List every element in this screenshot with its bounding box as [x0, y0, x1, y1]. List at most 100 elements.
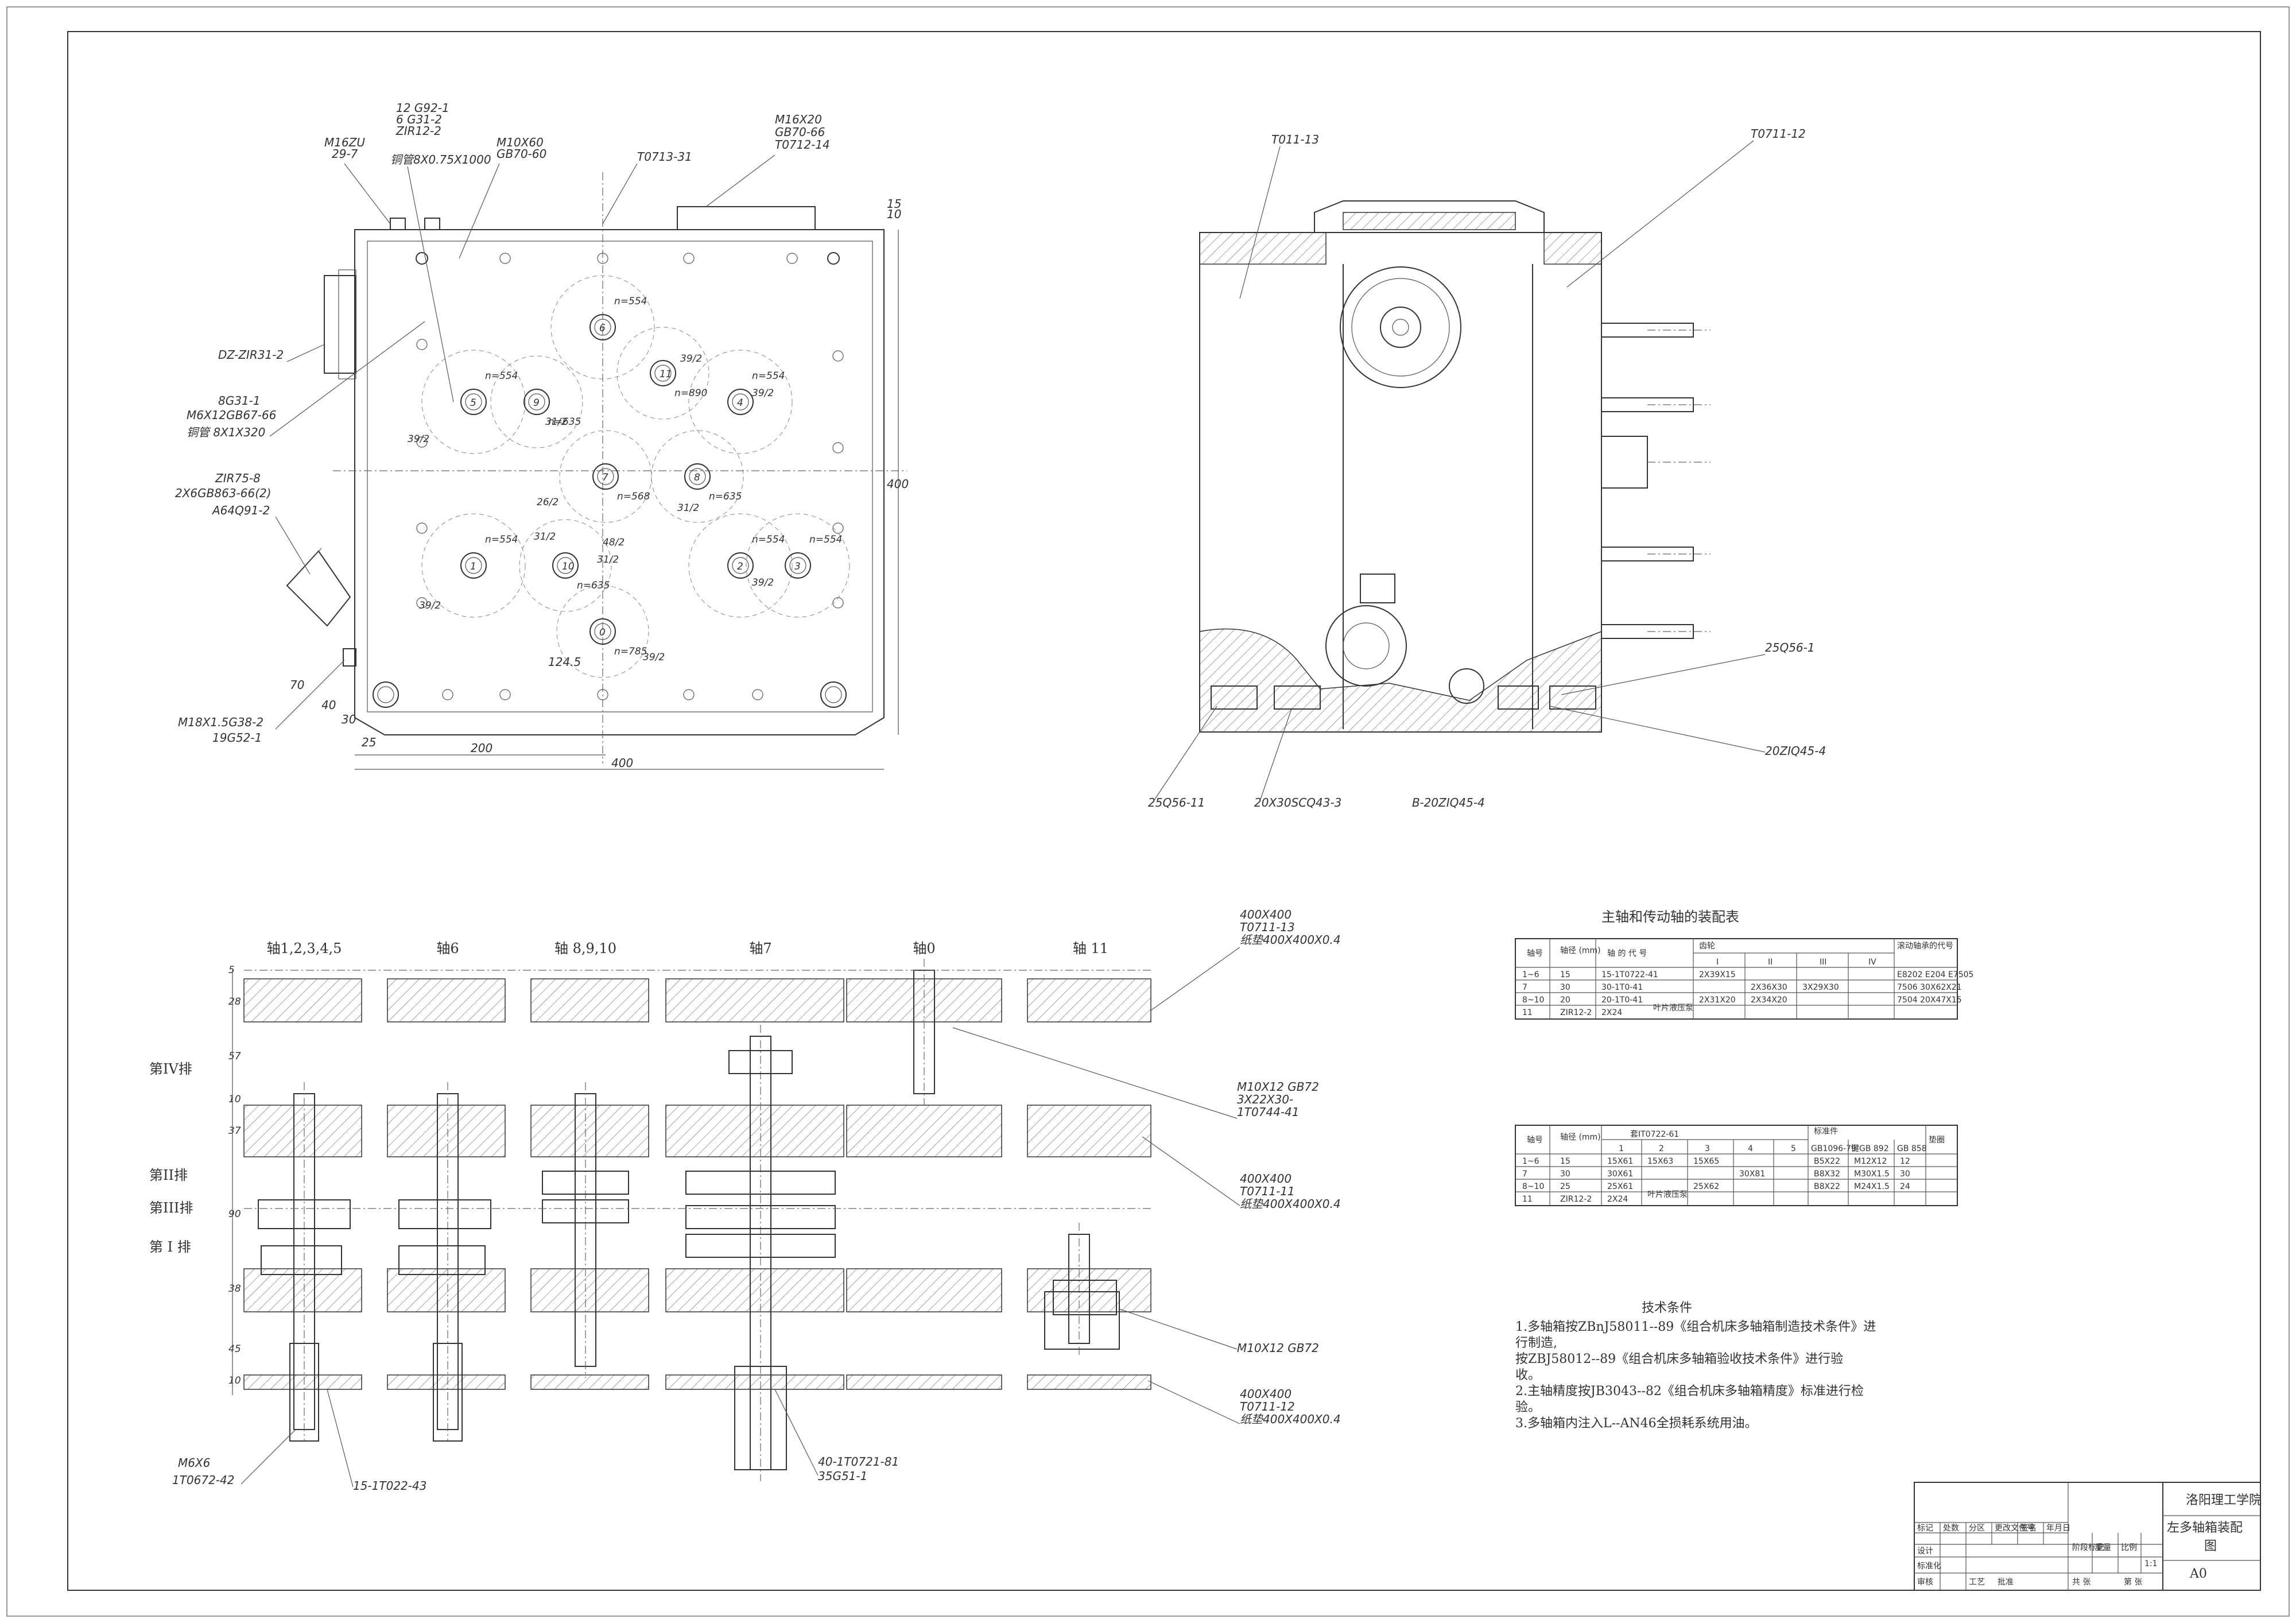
- dimension-text: 124.5: [548, 655, 581, 669]
- part-callout: T011-13: [1271, 133, 1319, 146]
- table-cell: B5X22: [1814, 1157, 1840, 1166]
- title-block-cell: 1:1: [2144, 1559, 2158, 1568]
- section-plate: [846, 1374, 1002, 1390]
- section-plate: [846, 1105, 1002, 1157]
- shaft-number: 2: [737, 561, 743, 572]
- part-callout: T0711-12: [1751, 127, 1806, 141]
- shaft-column-label: 轴 8,9,10: [554, 940, 616, 956]
- section-plate: [530, 1268, 649, 1312]
- shaft-core: [465, 393, 482, 410]
- dimension-text: 30: [342, 712, 356, 726]
- table-cell: 15X63: [1647, 1157, 1673, 1166]
- table-cell: 8~10: [1522, 996, 1544, 1005]
- section-plate: [665, 1105, 844, 1157]
- shaft-core: [732, 557, 749, 574]
- drawing-title: 图: [2204, 1539, 2217, 1554]
- title-block-cell: 重量: [2095, 1543, 2111, 1552]
- table-header-cell: 1: [1619, 1144, 1624, 1153]
- table-cell: 2X34X20: [1751, 996, 1787, 1005]
- pump-body: [1044, 1291, 1120, 1350]
- gear-section: [728, 1050, 793, 1074]
- title-block-cell: 标记: [1917, 1524, 1933, 1533]
- gear-pitch-circle: [746, 513, 850, 618]
- part-callout: 铜管 8X1X320: [187, 425, 265, 439]
- table-cell: 11: [1522, 1008, 1533, 1017]
- part-callout: 25Q56-1: [1765, 641, 1815, 654]
- part-callout: 35G51-1: [818, 1469, 867, 1483]
- gear-pitch-circle: [550, 275, 655, 379]
- part-callout: 6 G31-2: [396, 113, 442, 126]
- shaft-speed: n=635: [548, 416, 581, 428]
- title-block-cell: 批准: [1998, 1578, 2014, 1587]
- table-cell: ZIR12-2: [1560, 1195, 1592, 1204]
- section-plate: [665, 1268, 844, 1312]
- part-callout: DZ-ZIR31-2: [218, 348, 284, 362]
- table-note: 叶片液压泵: [1647, 1190, 1688, 1199]
- table-cell: B8X32: [1814, 1169, 1840, 1179]
- table-cell: M12X12: [1854, 1157, 1887, 1166]
- tech-line: 行制造,: [1515, 1336, 1557, 1350]
- table-cell: 30: [1560, 983, 1570, 992]
- table-cell: 30X61: [1607, 1169, 1633, 1179]
- shaft-speed: n=554: [485, 534, 518, 545]
- shaft-speed: n=554: [809, 534, 842, 545]
- gear-pitch-circle: [688, 513, 793, 618]
- table-cell: 12: [1900, 1157, 1910, 1166]
- table-cell: 2X36X30: [1751, 983, 1787, 992]
- leader-line: [602, 163, 638, 224]
- shaft-speed: n=554: [752, 370, 785, 382]
- section-plate: [387, 978, 506, 1022]
- part-callout: M16X20: [775, 113, 822, 126]
- leader-line: [275, 660, 345, 730]
- leader-line: [344, 163, 391, 224]
- table-cell: 15X65: [1693, 1157, 1719, 1166]
- leader-line: [407, 166, 454, 402]
- shaft-column-label: 轴6: [436, 940, 459, 956]
- table-cell: B8X22: [1814, 1182, 1840, 1191]
- shaft-bore: [785, 552, 811, 579]
- table-cell: 30X81: [1739, 1169, 1765, 1179]
- gear-section: [685, 1171, 836, 1195]
- shaft-bore: [589, 314, 616, 340]
- title-block-cell: 分区: [1969, 1524, 1985, 1533]
- table-cell: M24X1.5: [1854, 1182, 1890, 1191]
- bolt-hole: [832, 350, 844, 362]
- part-callout: GB70-60: [497, 147, 546, 161]
- leader-line: [1239, 146, 1281, 299]
- gear-pitch-circle: [616, 327, 709, 420]
- shaft-number: 0: [599, 627, 606, 638]
- section-plate: [530, 978, 649, 1022]
- gear-section: [258, 1199, 351, 1229]
- title-block-cell: 工艺: [1969, 1578, 1985, 1587]
- gear-ratio-label: 48/2: [603, 537, 625, 548]
- section-plate: [387, 1105, 506, 1157]
- leader-line: [275, 516, 311, 575]
- table-note: 叶片液压泵: [1653, 1004, 1693, 1013]
- gear-pitch-circle: [651, 430, 744, 523]
- gear-ratio-label: 26/2: [537, 497, 559, 508]
- leader-line: [1153, 706, 1217, 801]
- table-cell: 2X39X15: [1699, 970, 1736, 979]
- section-plate: [387, 1374, 506, 1390]
- gear-pitch-circle: [490, 355, 583, 448]
- title-block-cell: 审核: [1917, 1578, 1933, 1587]
- tech-line: 2.主轴精度按JB3043--82《组合机床多轴箱精度》标准进行检: [1515, 1384, 1864, 1399]
- table-header-cell: 轴号: [1527, 949, 1543, 958]
- shaft-end: [433, 1343, 463, 1442]
- part-callout: 29-7: [332, 147, 358, 161]
- table-cell: 2X24: [1607, 1195, 1628, 1204]
- gear-ratio-label: 39/2: [643, 652, 665, 663]
- drawing-title: 左多轴箱装配: [2167, 1521, 2243, 1535]
- section-plate: [665, 978, 844, 1022]
- title-block-cell: 处数: [1943, 1524, 1959, 1533]
- leader-line: [1561, 654, 1766, 695]
- table-cell: 11: [1522, 1195, 1533, 1204]
- bolt-hole: [442, 689, 453, 700]
- dimension-text: 40: [321, 698, 336, 712]
- front-view: 1n=5542n=5543n=5544n=5545n=5546n=5540n=7…: [175, 101, 909, 770]
- table-cell: 30-1T0-41: [1601, 983, 1643, 992]
- table-cell: 2X24: [1601, 1008, 1622, 1017]
- gear-section: [542, 1171, 629, 1195]
- table-cell: 25X62: [1693, 1182, 1719, 1191]
- table-cell: 7506 30X62X21: [1897, 983, 1962, 992]
